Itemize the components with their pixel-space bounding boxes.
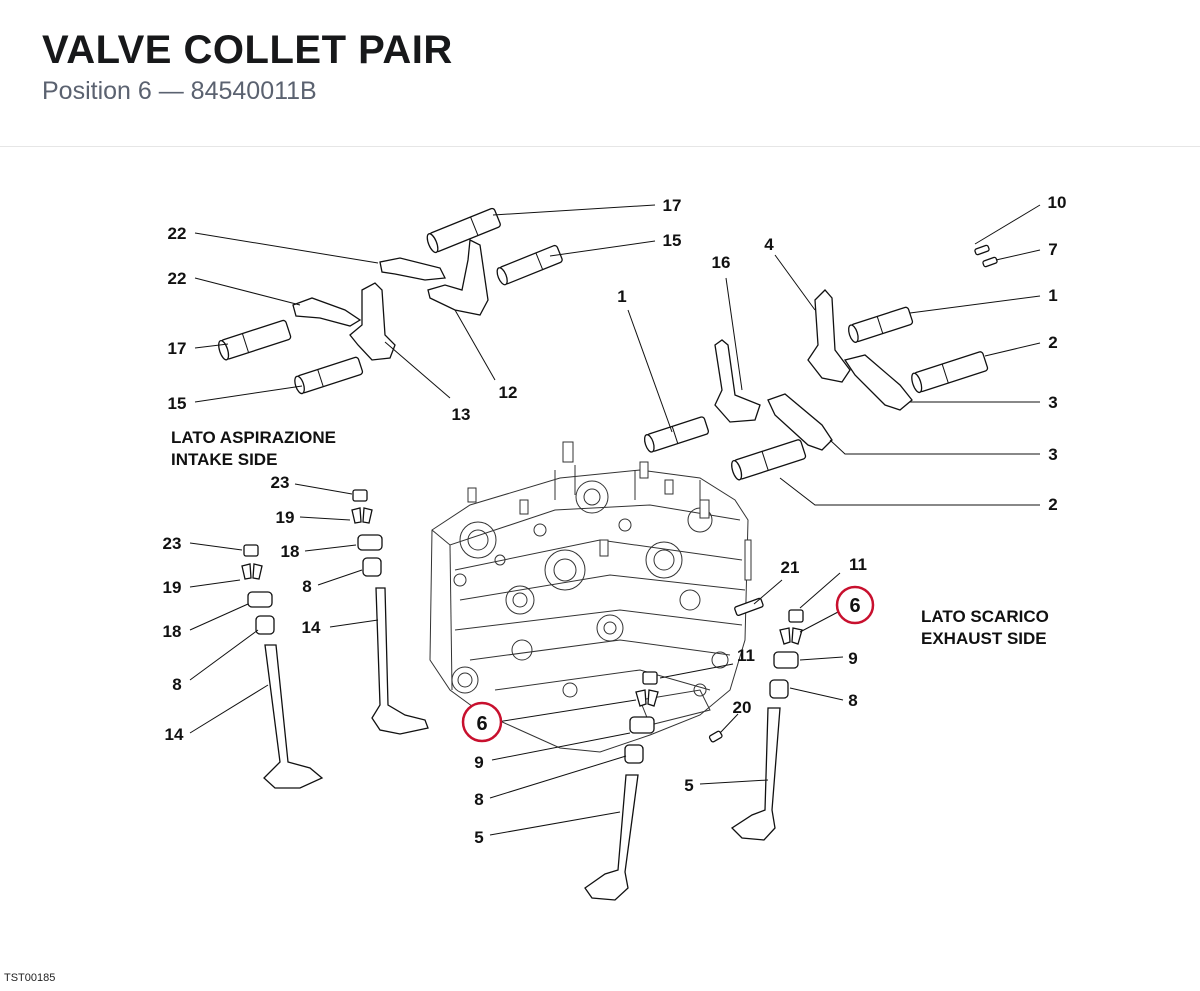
rocker-shaft-2-upper bbox=[911, 351, 989, 394]
rocker-shaft-15-top bbox=[496, 244, 563, 286]
callout-23: 23 bbox=[271, 473, 290, 492]
callout-17: 17 bbox=[168, 339, 187, 358]
callout-3: 3 bbox=[1048, 445, 1057, 464]
callout-18: 18 bbox=[163, 622, 182, 641]
exhaust-valve-stack-right bbox=[730, 609, 804, 841]
callout-9: 9 bbox=[474, 753, 483, 772]
intake-side-label-en: INTAKE SIDE bbox=[171, 450, 277, 469]
diagram-code: TST00185 bbox=[4, 972, 56, 984]
rocker-shaft-2-lower bbox=[731, 439, 807, 481]
callout-13: 13 bbox=[452, 405, 471, 424]
leader-lines bbox=[189, 204, 1041, 836]
callout-10: 10 bbox=[1048, 193, 1067, 212]
page-subtitle: Position 6 — 84540011B bbox=[42, 77, 317, 105]
callout-2: 2 bbox=[1048, 495, 1057, 514]
callout-17: 17 bbox=[663, 196, 682, 215]
callout-3: 3 bbox=[1048, 393, 1057, 412]
rocker-shaft-17-top bbox=[426, 207, 501, 254]
callout-1: 1 bbox=[617, 287, 626, 306]
intake-valve-stack-outer bbox=[241, 544, 324, 789]
highlight-label: 6 bbox=[476, 713, 487, 735]
rocker-shaft-1-upper bbox=[848, 306, 914, 343]
cylinder-head-drawing bbox=[429, 441, 752, 753]
callout-21: 21 bbox=[781, 558, 800, 577]
exhaust-side-label-it: LATO SCARICO bbox=[921, 607, 1049, 626]
callout-19: 19 bbox=[276, 508, 295, 527]
exhaust-side-label-en: EXHAUST SIDE bbox=[921, 629, 1047, 648]
callout-14: 14 bbox=[165, 725, 184, 744]
callout-18: 18 bbox=[281, 542, 300, 561]
callout-5: 5 bbox=[684, 776, 693, 795]
highlight-label: 6 bbox=[849, 595, 860, 617]
callout-8: 8 bbox=[474, 790, 483, 809]
valve-collet-pair-right bbox=[779, 627, 791, 645]
intake-valve-stack-inner bbox=[351, 489, 429, 735]
rocker-shaft-1-lower bbox=[643, 416, 710, 453]
callout-8: 8 bbox=[172, 675, 181, 694]
callout-15: 15 bbox=[663, 231, 682, 250]
callout-8: 8 bbox=[848, 691, 857, 710]
page-title: VALVE COLLET PAIR bbox=[42, 28, 453, 72]
callout-8: 8 bbox=[302, 577, 311, 596]
rocker-shaft-15-bottom bbox=[294, 356, 364, 395]
callout-22: 22 bbox=[168, 269, 187, 288]
callout-9: 9 bbox=[848, 649, 857, 668]
callout-11: 11 bbox=[737, 646, 755, 665]
highlight-callout-6-right[interactable]: 6 bbox=[835, 585, 875, 625]
callout-7: 7 bbox=[1048, 240, 1057, 259]
side-labels: LATO ASPIRAZIONE INTAKE SIDE LATO SCARIC… bbox=[171, 428, 1049, 648]
callout-11: 11 bbox=[849, 555, 867, 574]
exhaust-valve-stack-center bbox=[584, 597, 764, 901]
callout-15: 15 bbox=[168, 394, 187, 413]
callout-23: 23 bbox=[163, 534, 182, 553]
callout-16: 16 bbox=[712, 253, 731, 272]
callout-12: 12 bbox=[499, 383, 518, 402]
callout-22: 22 bbox=[168, 224, 187, 243]
valve-collet-pair-center bbox=[635, 689, 647, 707]
highlight-callout-6-left[interactable]: 6 bbox=[461, 701, 503, 743]
callout-14: 14 bbox=[302, 618, 321, 637]
callout-20: 20 bbox=[733, 698, 752, 717]
callout-1: 1 bbox=[1048, 286, 1057, 305]
callout-4: 4 bbox=[764, 235, 774, 254]
exhaust-rocker-assembly bbox=[643, 244, 998, 481]
callout-5: 5 bbox=[474, 828, 483, 847]
rocker-shaft-17-bottom bbox=[218, 319, 292, 361]
page-header: VALVE COLLET PAIR Position 6 — 84540011B bbox=[0, 0, 1200, 147]
intake-side-label-it: LATO ASPIRAZIONE bbox=[171, 428, 336, 447]
callout-labels: 17 15 22 22 17 15 13 12 1 16 4 10 7 1 2 … bbox=[163, 193, 1067, 847]
intake-rocker-assembly bbox=[218, 207, 563, 395]
callout-19: 19 bbox=[163, 578, 182, 597]
callout-2: 2 bbox=[1048, 333, 1057, 352]
